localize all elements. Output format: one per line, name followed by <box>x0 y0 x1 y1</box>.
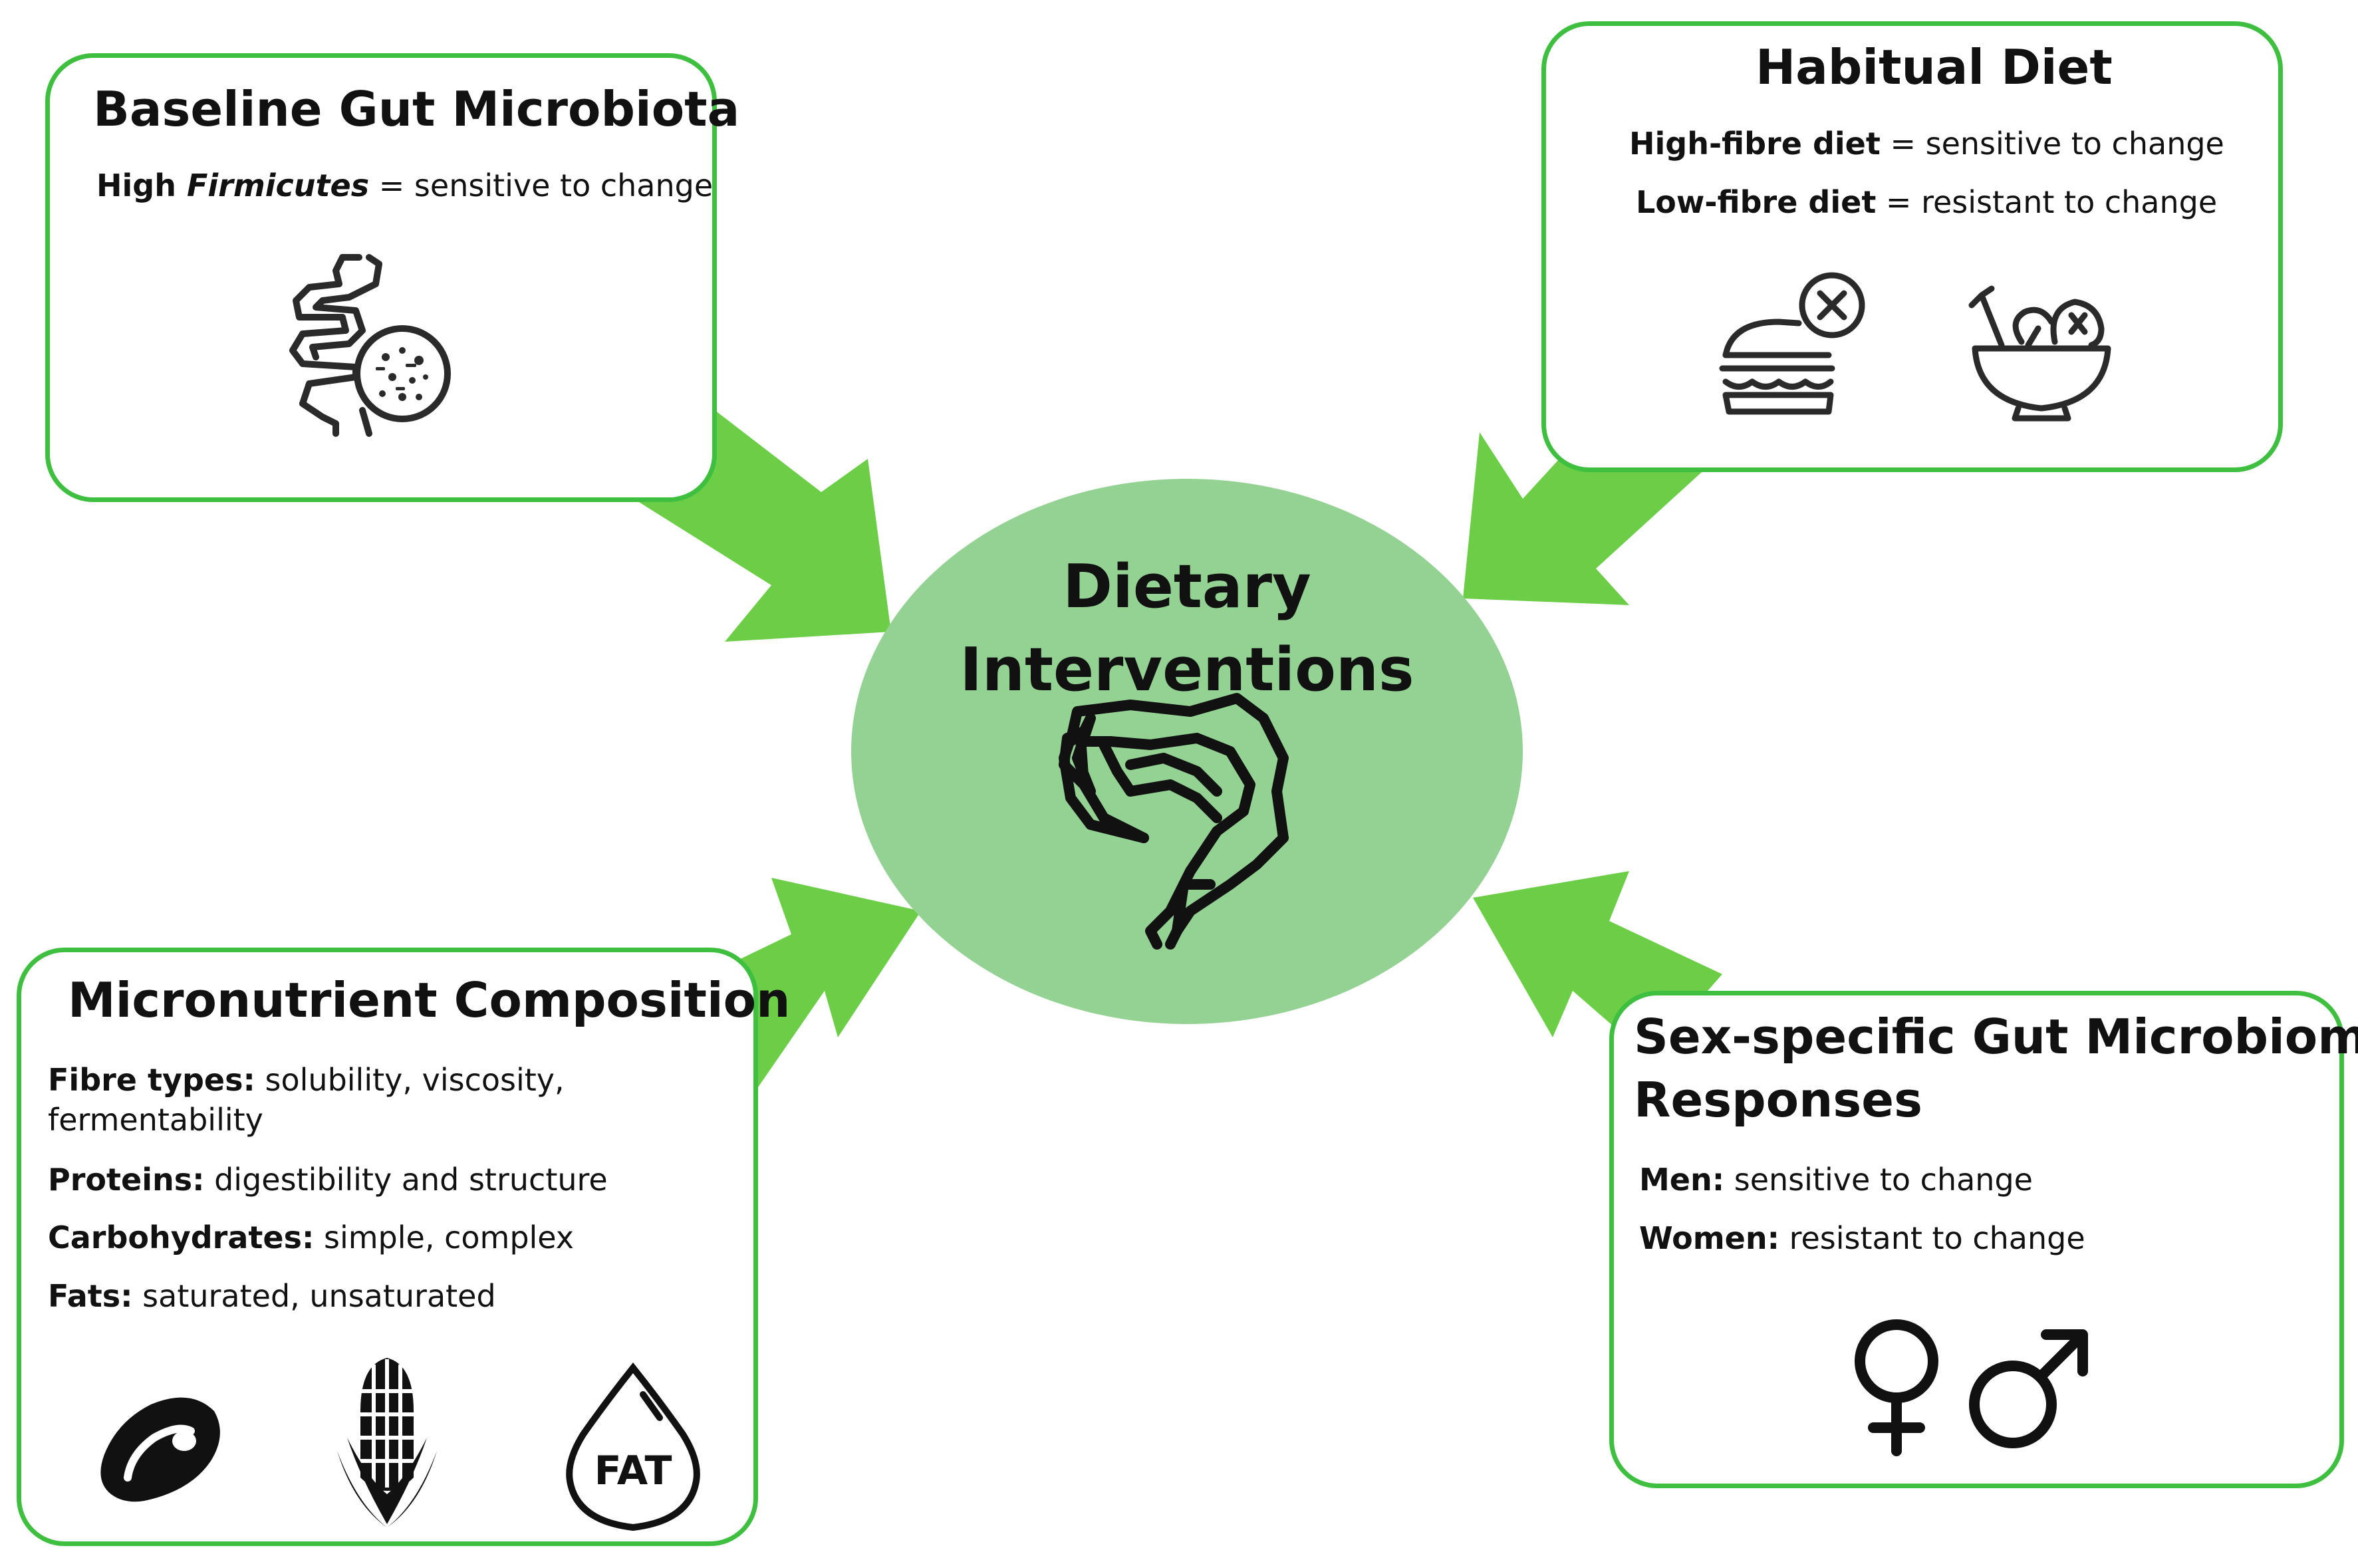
proteins-line: Proteins: digestibility and structure <box>48 1162 608 1198</box>
center-title-line2: Interventions <box>960 635 1414 705</box>
women-bold: Women: <box>1639 1220 1779 1256</box>
habitual-line1-rest: = sensitive to change <box>1880 126 2224 162</box>
men-bold: Men: <box>1639 1162 1725 1198</box>
habitual-title: Habitual Diet <box>1756 39 2113 95</box>
carbs-bold: Carbohydrates: <box>48 1220 315 1255</box>
center-title-line1: Dietary <box>1063 552 1311 622</box>
fibre-rest1: solubility, viscosity, <box>255 1062 565 1098</box>
habitual-line1: High-fibre diet = sensitive to change <box>1629 126 2224 162</box>
fibre-line2: fermentability <box>48 1102 263 1138</box>
micronutrient-composition-box: Micronutrient Composition Fibre types: s… <box>17 948 790 1546</box>
steak-icon <box>100 1397 220 1502</box>
proteins-rest: digestibility and structure <box>204 1162 608 1198</box>
sex-title-line2: Responses <box>1634 1072 1922 1128</box>
proteins-bold: Proteins: <box>48 1162 205 1198</box>
female-symbol-icon <box>1855 1319 1938 1456</box>
habitual-diet-box: Habitual Diet High-fibre diet = sensitiv… <box>1541 21 2283 472</box>
burger-crossed-icon <box>1719 272 1865 415</box>
habitual-line1-bold: High-fibre diet <box>1629 126 1881 162</box>
intestine-bacteria-icon <box>289 254 451 437</box>
baseline-line-suffix: = sensitive to change <box>369 168 714 203</box>
center-ellipse <box>851 479 1523 1024</box>
men-line: Men: sensitive to change <box>1639 1162 2033 1198</box>
sex-title-line1: Sex-specific Gut Microbiome <box>1634 1009 2358 1065</box>
fats-line: Fats: saturated, unsaturated <box>48 1278 496 1314</box>
fats-rest: saturated, unsaturated <box>132 1278 496 1314</box>
habitual-line2-bold: Low-fibre diet <box>1636 184 1877 220</box>
baseline-line: High Firmicutes = sensitive to change <box>96 168 713 203</box>
carbs-rest: simple, complex <box>314 1220 575 1255</box>
baseline-title: Baseline Gut Microbiota <box>93 81 740 137</box>
fibre-line1: Fibre types: solubility, viscosity, <box>48 1062 565 1098</box>
baseline-line-prefix: High <box>96 168 187 203</box>
large-intestine-icon <box>1059 693 1289 950</box>
salad-bowl-icon <box>1968 285 2111 422</box>
micronutrient-title: Micronutrient Composition <box>68 972 791 1028</box>
baseline-line-italic: Firmicutes <box>186 168 370 203</box>
baseline-gut-microbiota-box: Baseline Gut Microbiota High Firmicutes … <box>45 53 739 502</box>
corn-icon <box>337 1358 437 1527</box>
women-line: Women: resistant to change <box>1639 1220 2085 1256</box>
women-rest: resistant to change <box>1779 1220 2085 1256</box>
habitual-line2-rest: = resistant to change <box>1876 184 2218 220</box>
carbs-line: Carbohydrates: simple, complex <box>48 1220 574 1255</box>
fibre-bold: Fibre types: <box>48 1062 255 1098</box>
men-rest: sensitive to change <box>1724 1162 2033 1198</box>
fats-bold: Fats: <box>48 1278 133 1314</box>
habitual-line2: Low-fibre diet = resistant to change <box>1636 184 2217 220</box>
sex-specific-box: Sex-specific Gut Microbiome Responses Me… <box>1609 991 2358 1488</box>
fat-drop-icon: FAT <box>566 1362 700 1531</box>
male-symbol-icon <box>1969 1329 2088 1448</box>
fat-label: FAT <box>594 1448 672 1494</box>
